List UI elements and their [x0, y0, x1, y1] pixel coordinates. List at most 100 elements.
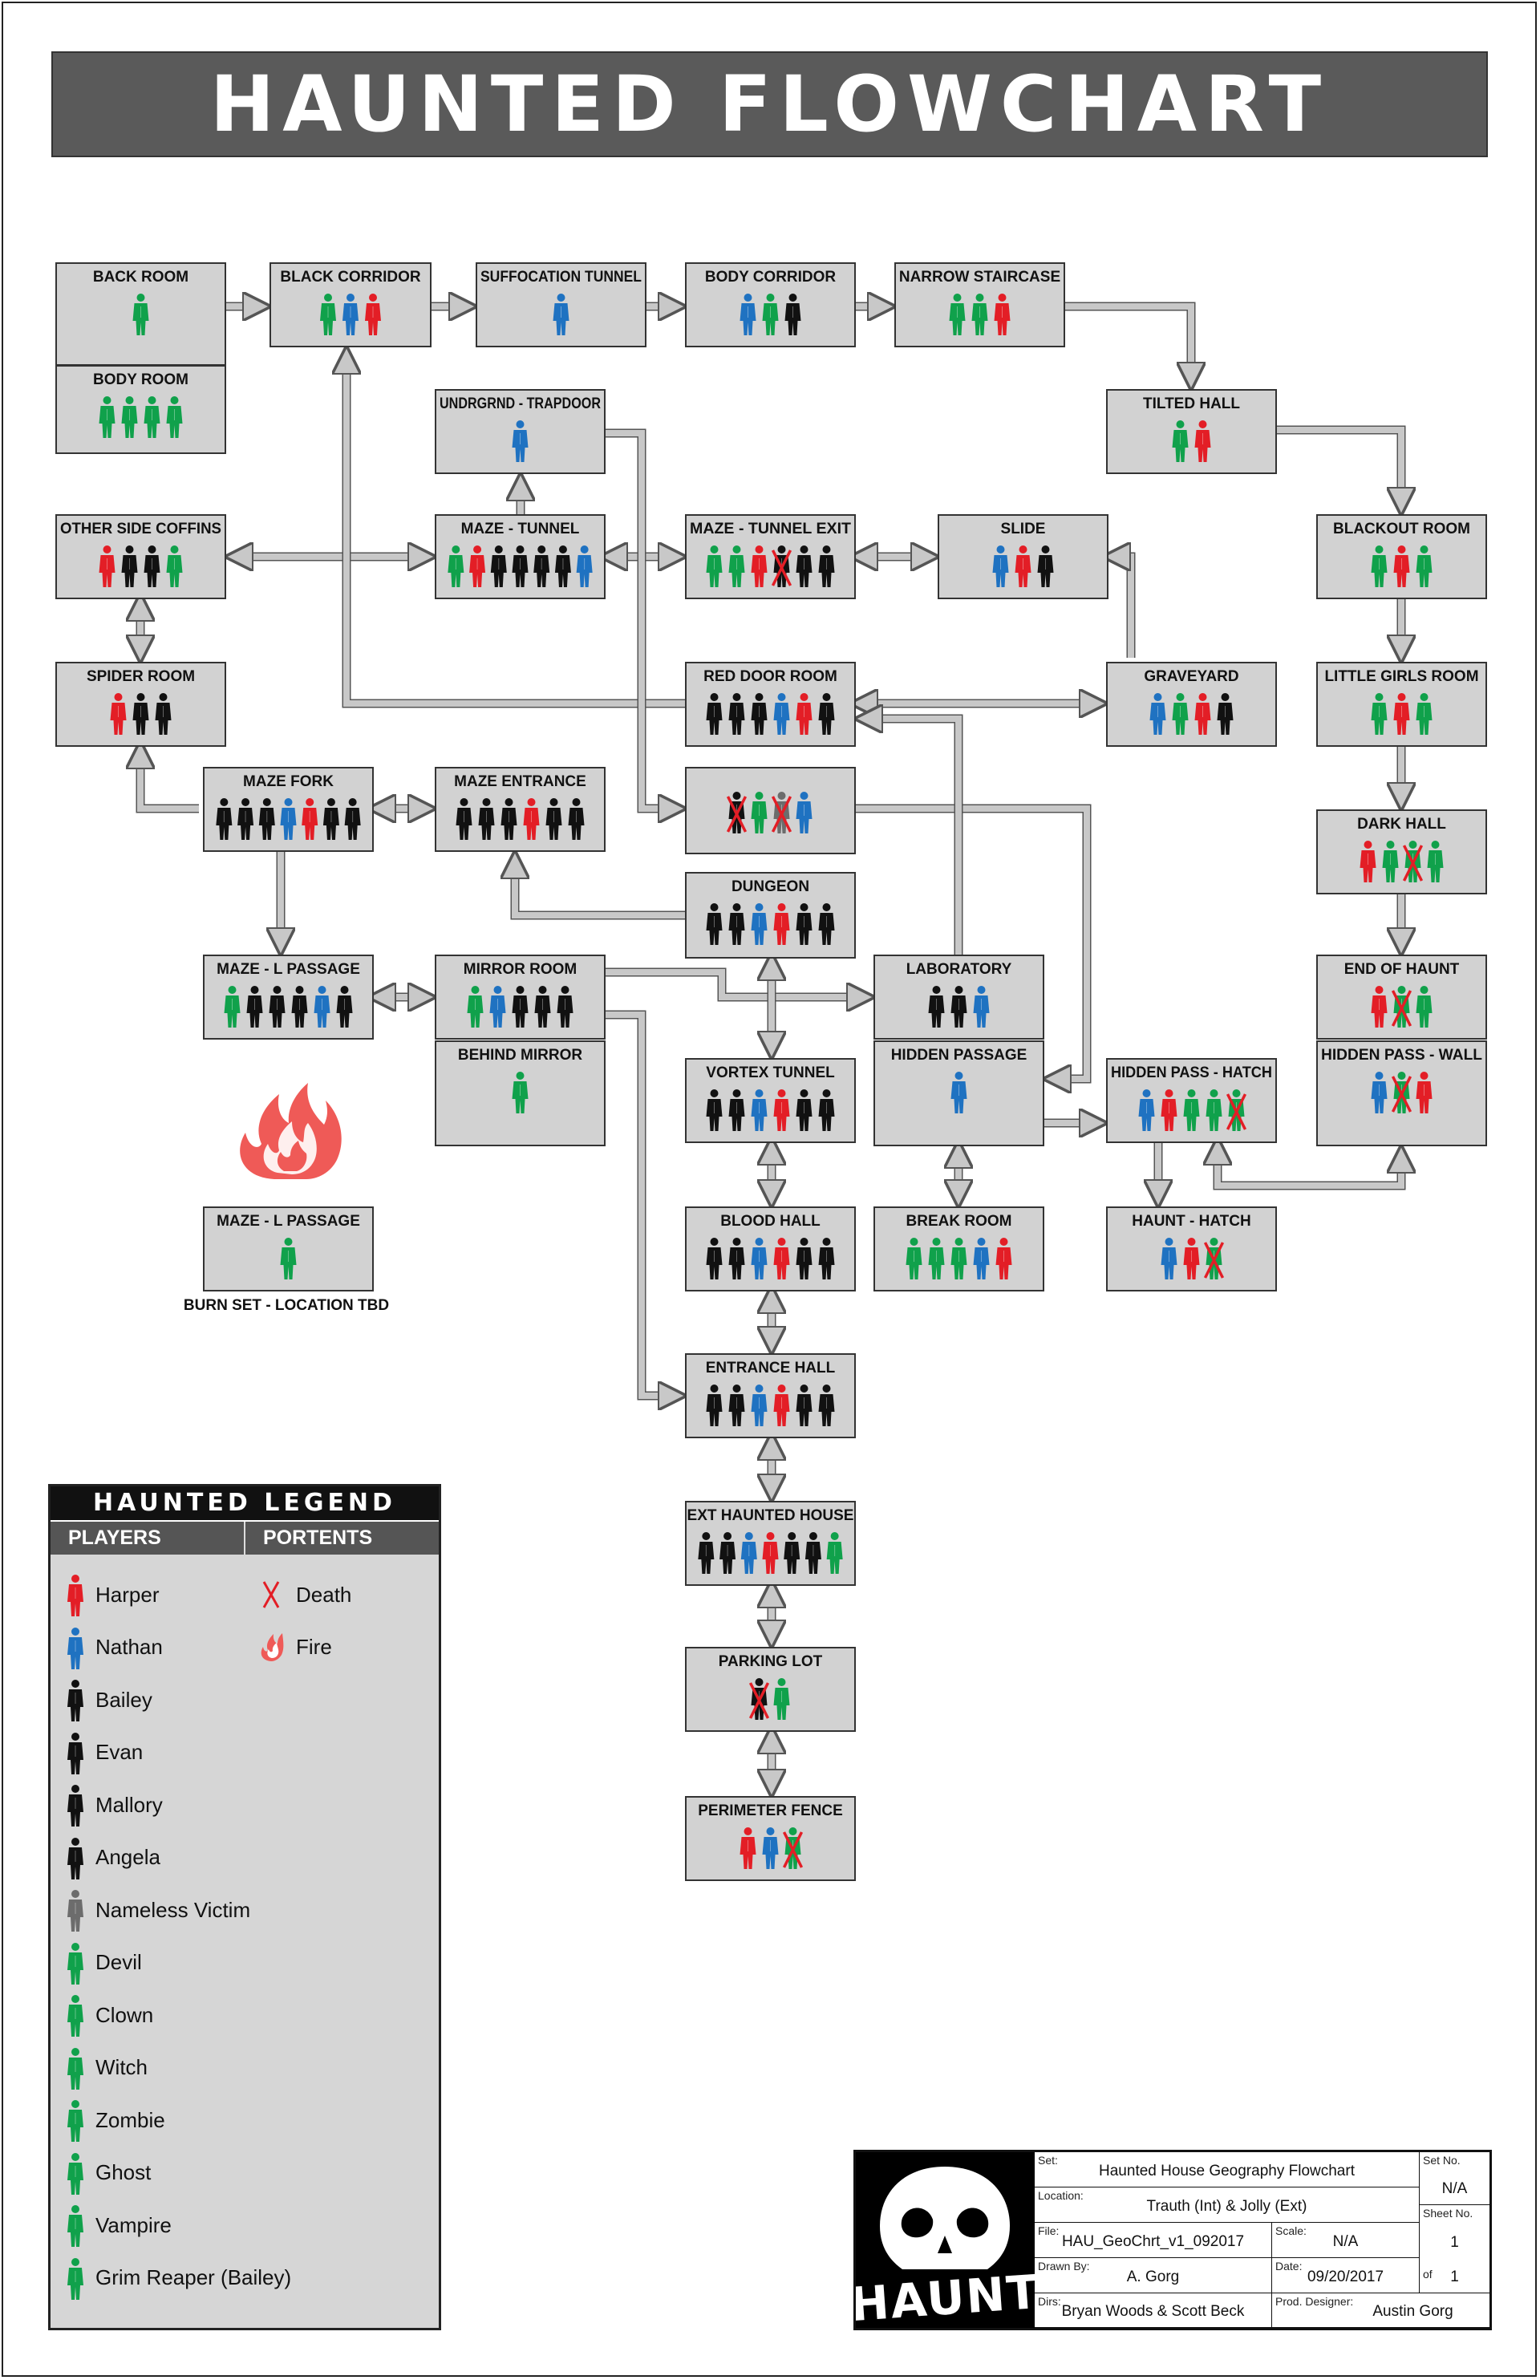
bailey-figure-icon: [216, 798, 233, 840]
bailey-figure-icon: [478, 798, 495, 840]
room-dark-hall: DARK HALL: [1316, 809, 1487, 894]
figure-shape: [67, 2257, 83, 2300]
bailey-figure-icon: [818, 1385, 835, 1426]
nathan-figure-icon: [950, 1072, 967, 1113]
legend-player-name: Mallory: [95, 1792, 163, 1817]
room-label: HIDDEN PASS - HATCH: [1111, 1064, 1272, 1081]
monster-figure-icon: [67, 2047, 83, 2090]
room-dungeon: DUNGEON: [685, 872, 856, 959]
room-label: RED DOOR ROOM: [703, 668, 837, 685]
monster-figure-icon: [166, 545, 183, 587]
bailey-figure-icon: [490, 545, 507, 587]
nathan-figure-icon: [740, 1532, 757, 1574]
tb-location-caption: Location:: [1038, 2189, 1084, 2202]
death-x-icon: [1391, 1076, 1412, 1113]
tb-sheet-no-caption: Sheet No.: [1423, 2207, 1473, 2220]
legend-player-item: Grim Reaper (Bailey): [67, 2256, 291, 2300]
monster-figure-icon: [320, 294, 336, 335]
tb-date-value: 09/20/2017: [1307, 2269, 1384, 2285]
figure-shape: [67, 1995, 83, 2037]
monster-figure-icon: [132, 294, 149, 335]
room-break-room: BREAK ROOM: [873, 1206, 1044, 1291]
flow-arrow: [515, 856, 686, 918]
monster-figure-icon: [67, 2205, 83, 2247]
room-box: [55, 365, 226, 454]
monster-figure-icon: [280, 1238, 297, 1279]
tb-set-no-value: N/A: [1441, 2180, 1468, 2197]
legend-player-item: Angela: [67, 1836, 160, 1879]
nathan-figure-icon: [751, 1385, 768, 1426]
room-label: TILTED HALL: [1143, 395, 1240, 412]
room-little-girls-room: LITTLE GIRLS ROOM: [1316, 662, 1487, 747]
bailey-figure-icon: [796, 903, 813, 945]
tb-file-caption: File:: [1038, 2224, 1060, 2237]
nathan-figure-icon: [512, 420, 529, 462]
tb-prod-designer-value: Austin Gorg: [1372, 2303, 1453, 2320]
legend-player-item: Nameless Victim: [67, 1888, 250, 1932]
nathan-figure-icon: [1138, 1089, 1155, 1131]
tb-set-value: Haunted House Geography Flowchart: [1099, 2163, 1355, 2179]
room-label: BREAK ROOM: [906, 1213, 1012, 1230]
victim-figure-icon: [67, 1890, 83, 1932]
haunt-logo: HAUNT: [849, 2152, 1042, 2332]
room-slide: SLIDE: [938, 514, 1108, 599]
monster-figure-icon: [773, 1678, 790, 1720]
harper-figure-icon: [1393, 545, 1410, 587]
bailey-figure-icon: [132, 693, 149, 735]
bailey-figure-icon: [818, 1089, 835, 1131]
logo-text: HAUNT: [856, 2264, 1035, 2328]
room-hidden-pass-hatch: HIDDEN PASS - HATCH: [1106, 1058, 1277, 1143]
monster-figure-icon: [1416, 545, 1433, 587]
room-hidden-passage: HIDDEN PASSAGE: [873, 1040, 1044, 1146]
room-label: MAZE - L PASSAGE: [217, 961, 360, 978]
tb-scale-cell: Scale: N/A: [1272, 2223, 1420, 2258]
harper-figure-icon: [994, 294, 1011, 335]
room-back-room: BACK ROOM: [55, 262, 226, 366]
tb-scale-caption: Scale:: [1275, 2224, 1307, 2237]
legend-player-name: Witch: [95, 2055, 148, 2079]
tb-date-caption: Date:: [1275, 2260, 1303, 2273]
bailey-figure-icon: [928, 986, 945, 1028]
legend-player-item: Witch: [67, 2046, 148, 2090]
bailey-figure-icon: [533, 545, 550, 587]
harper-figure-icon: [762, 1532, 779, 1574]
bailey-figure-icon: [751, 1678, 768, 1720]
legend-player-item: Bailey: [67, 1678, 152, 1721]
harper-figure-icon: [995, 1238, 1012, 1279]
legend-player-item: Ghost: [67, 2151, 151, 2195]
room-label: GRAVEYARD: [1144, 668, 1238, 685]
nathan-figure-icon: [489, 986, 506, 1028]
bailey-figure-icon: [728, 1089, 745, 1131]
burn-set-caption: BURN SET - LOCATION TBD: [184, 1297, 389, 1314]
bailey-figure-icon: [246, 986, 263, 1028]
harper-figure-icon: [773, 1089, 790, 1131]
room-blackout-room: BLACKOUT ROOM: [1316, 514, 1487, 599]
bailey-figure-icon: [322, 798, 339, 840]
bailey-figure-icon: [512, 986, 529, 1028]
harper-figure-icon: [302, 798, 318, 840]
monster-figure-icon: [1371, 545, 1388, 587]
monster-figure-icon: [1371, 693, 1388, 735]
bailey-figure-icon: [554, 545, 571, 587]
bailey-figure-icon: [534, 986, 551, 1028]
harper-figure-icon: [469, 545, 486, 587]
monster-figure-icon: [762, 294, 779, 335]
room-maze-tunnel-exit: MAZE - TUNNEL EXIT: [685, 514, 856, 599]
legend-portent-item: Death: [257, 1579, 351, 1611]
room-haunt-hatch: HAUNT - HATCH: [1106, 1206, 1277, 1291]
legend-title: HAUNTED LEGEND: [51, 1486, 439, 1520]
figure-shape: [67, 1575, 83, 1616]
legend-player-name: Grim Reaper (Bailey): [95, 2265, 292, 2289]
room-label: VORTEX TUNNEL: [706, 1064, 835, 1081]
figure-shape: [67, 1627, 83, 1669]
tb-dirs-caption: Dirs:: [1038, 2295, 1061, 2308]
legend-player-item: Vampire: [67, 2204, 172, 2247]
room-label: END OF HAUNT: [1344, 961, 1460, 978]
room-label: SLIDE: [1001, 521, 1046, 537]
harper-figure-icon: [1161, 1089, 1177, 1131]
bailey-figure-icon: [728, 903, 745, 945]
legend-column-headers: PLAYERS PORTENTS: [51, 1520, 439, 1555]
nathan-figure-icon: [762, 1827, 779, 1869]
room-label: BACK ROOM: [93, 269, 188, 286]
